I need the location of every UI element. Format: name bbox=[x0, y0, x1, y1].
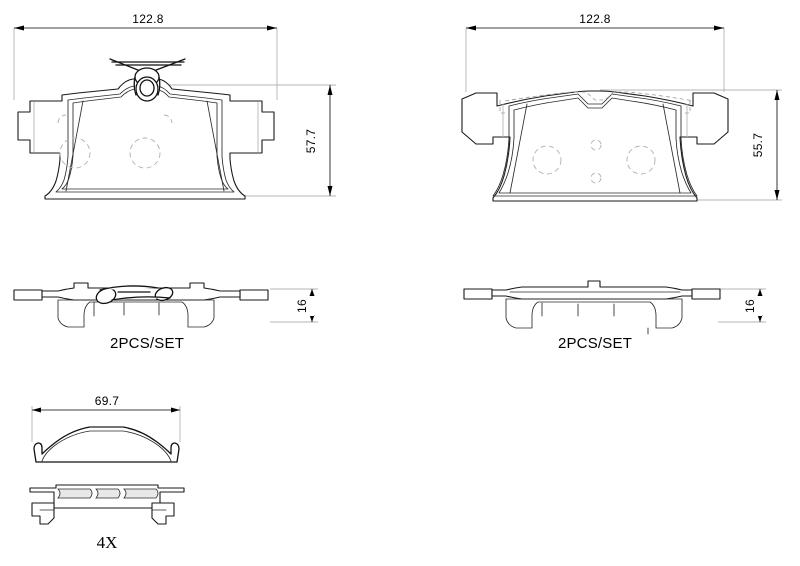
rear-pad-side-sensor-clip bbox=[95, 285, 174, 305]
dimension-label-width-right: 122.8 bbox=[579, 12, 611, 26]
rear-pad-rivet-circle-left bbox=[59, 137, 91, 169]
dimension-width-122-8-left: 122.8 bbox=[14, 10, 277, 31]
rear-pad-chamfer-left bbox=[65, 100, 84, 192]
front-pad-hidden-top-edge bbox=[504, 91, 695, 102]
rear-pad-wear-sensor-clip bbox=[109, 58, 186, 102]
front-pad-backing-plate bbox=[461, 90, 729, 202]
front-pad-side-left-tab bbox=[463, 288, 493, 300]
dimension-label-thickness-left: 16 bbox=[295, 299, 309, 313]
front-pad-hidden-notch-right bbox=[683, 100, 691, 114]
rear-pad-side-profile-right-tab bbox=[239, 289, 269, 301]
view-accessory-bracket bbox=[29, 484, 185, 525]
dimension-thickness-16-right: 16 bbox=[743, 289, 763, 322]
front-pad-chamfer-right bbox=[662, 103, 681, 194]
dimension-label-height-55-7: 55.7 bbox=[751, 133, 765, 158]
rear-pad-chamfer-right bbox=[206, 100, 225, 192]
rear-pad-side-friction bbox=[57, 299, 215, 328]
rear-pad-small-arc-right bbox=[163, 114, 173, 124]
dimension-label-thickness-right: 16 bbox=[743, 299, 757, 313]
front-pad-friction-material bbox=[492, 93, 698, 197]
accessory-bracket-strip-left bbox=[57, 488, 93, 499]
rear-pad-rivet-circle-right bbox=[129, 137, 161, 169]
dimension-height-55-7: 55.7 bbox=[750, 90, 780, 200]
view-front-pad-front: 122.8 55.7 bbox=[461, 10, 782, 202]
dimension-width-122-8-right: 122.8 bbox=[466, 10, 724, 31]
view-rear-pad-front: 122.8 57.7 bbox=[13, 10, 336, 200]
note-2pcs-set-right: 2PCS/SET bbox=[558, 335, 632, 352]
front-pad-friction-inner-bevel bbox=[498, 97, 692, 194]
view-rear-pad-side: 16 2PCS/SET bbox=[13, 282, 318, 352]
rear-pad-small-arc-left bbox=[57, 114, 67, 124]
front-pad-rivet-circle-left bbox=[532, 145, 562, 175]
front-pad-rivet-circle-right bbox=[626, 145, 656, 175]
dimension-label-width-left: 122.8 bbox=[132, 12, 164, 26]
dimension-height-57-7: 57.7 bbox=[303, 85, 333, 196]
view-accessory-spring: 69.7 4X bbox=[29, 393, 185, 552]
front-pad-side-backing bbox=[491, 280, 693, 300]
dimension-width-69-7: 69.7 bbox=[32, 393, 180, 413]
note-4x-quantity: 4X bbox=[97, 533, 118, 552]
front-pad-hidden-notch-left bbox=[499, 100, 507, 114]
accessory-spring-clip-inner bbox=[41, 430, 172, 462]
accessory-bracket-leg-left bbox=[31, 502, 55, 525]
rear-pad-side-profile bbox=[13, 289, 43, 301]
note-2pcs-set-left: 2PCS/SET bbox=[110, 335, 184, 352]
accessory-bracket-strip-mid bbox=[95, 488, 121, 499]
rear-pad-friction-material bbox=[55, 85, 235, 193]
dimension-label-height-57-7: 57.7 bbox=[304, 129, 318, 154]
dimension-thickness-16-left: 16 bbox=[295, 289, 315, 322]
front-pad-side-friction bbox=[505, 298, 683, 329]
accessory-bracket-strip-right bbox=[123, 488, 159, 499]
dimension-label-spring-width: 69.7 bbox=[95, 394, 120, 408]
front-pad-dimple-bottom bbox=[590, 172, 602, 184]
front-pad-side-right-tab bbox=[691, 288, 721, 300]
view-front-pad-side: 16 2PCS/SET bbox=[463, 280, 766, 352]
front-pad-dimple-top bbox=[590, 139, 602, 151]
front-pad-chamfer-left bbox=[509, 103, 528, 194]
accessory-bracket-leg-right bbox=[151, 502, 175, 525]
rear-pad-backing-plate bbox=[17, 78, 275, 200]
